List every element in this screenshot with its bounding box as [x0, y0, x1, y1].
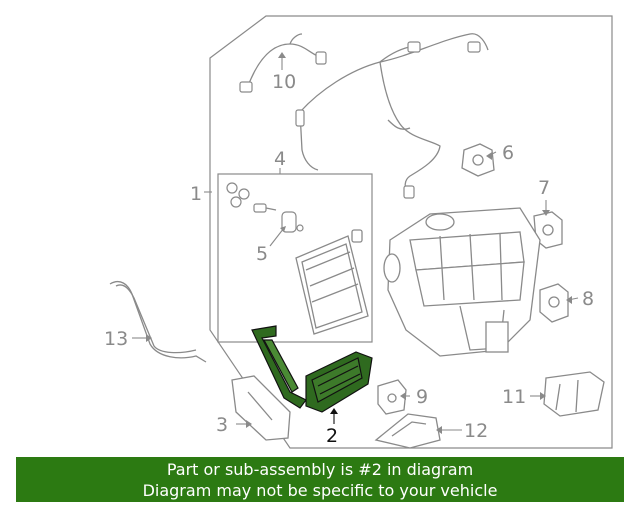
drain-hose-13 — [109, 280, 207, 363]
evaporator-core — [295, 229, 369, 335]
banner-line-part: Part or sub-assembly is #2 in diagram — [166, 460, 474, 479]
callout-13: 13 — [104, 328, 128, 350]
callout-1: 1 — [190, 183, 202, 205]
leader-arrowheads — [146, 52, 572, 434]
callout-10: 10 — [272, 71, 296, 93]
actuator-6 — [461, 143, 495, 177]
leader-lines — [132, 56, 579, 431]
callout-5: 5 — [256, 243, 268, 265]
parts-diagram: 1 2 3 4 5 6 7 8 9 10 11 12 13 — [104, 15, 613, 449]
part-11 — [543, 371, 605, 417]
part-9 — [377, 379, 407, 415]
clips-and-screws — [226, 182, 304, 233]
callout-8: 8 — [582, 288, 594, 310]
banner-line-disclaimer: Diagram may not be specific to your vehi… — [142, 481, 498, 500]
part-12 — [374, 413, 441, 449]
callout-4: 4 — [274, 148, 286, 170]
callout-9: 9 — [416, 386, 428, 408]
callout-6: 6 — [502, 142, 514, 164]
assembly-outline — [209, 15, 613, 449]
harness-connectors — [239, 41, 481, 199]
callout-3: 3 — [216, 414, 228, 436]
heater-core-highlighted — [251, 325, 373, 413]
callout-2: 2 — [326, 425, 338, 447]
callout-7: 7 — [538, 177, 550, 199]
hvac-case — [383, 207, 541, 357]
duct-3 — [231, 375, 291, 441]
callout-11: 11 — [502, 386, 526, 408]
evaporator-group-box — [217, 173, 373, 343]
actuator-8 — [539, 283, 569, 323]
actuator-7 — [533, 211, 563, 249]
callout-12: 12 — [464, 420, 488, 442]
info-banner: Part or sub-assembly is #2 in diagram Di… — [16, 457, 624, 502]
